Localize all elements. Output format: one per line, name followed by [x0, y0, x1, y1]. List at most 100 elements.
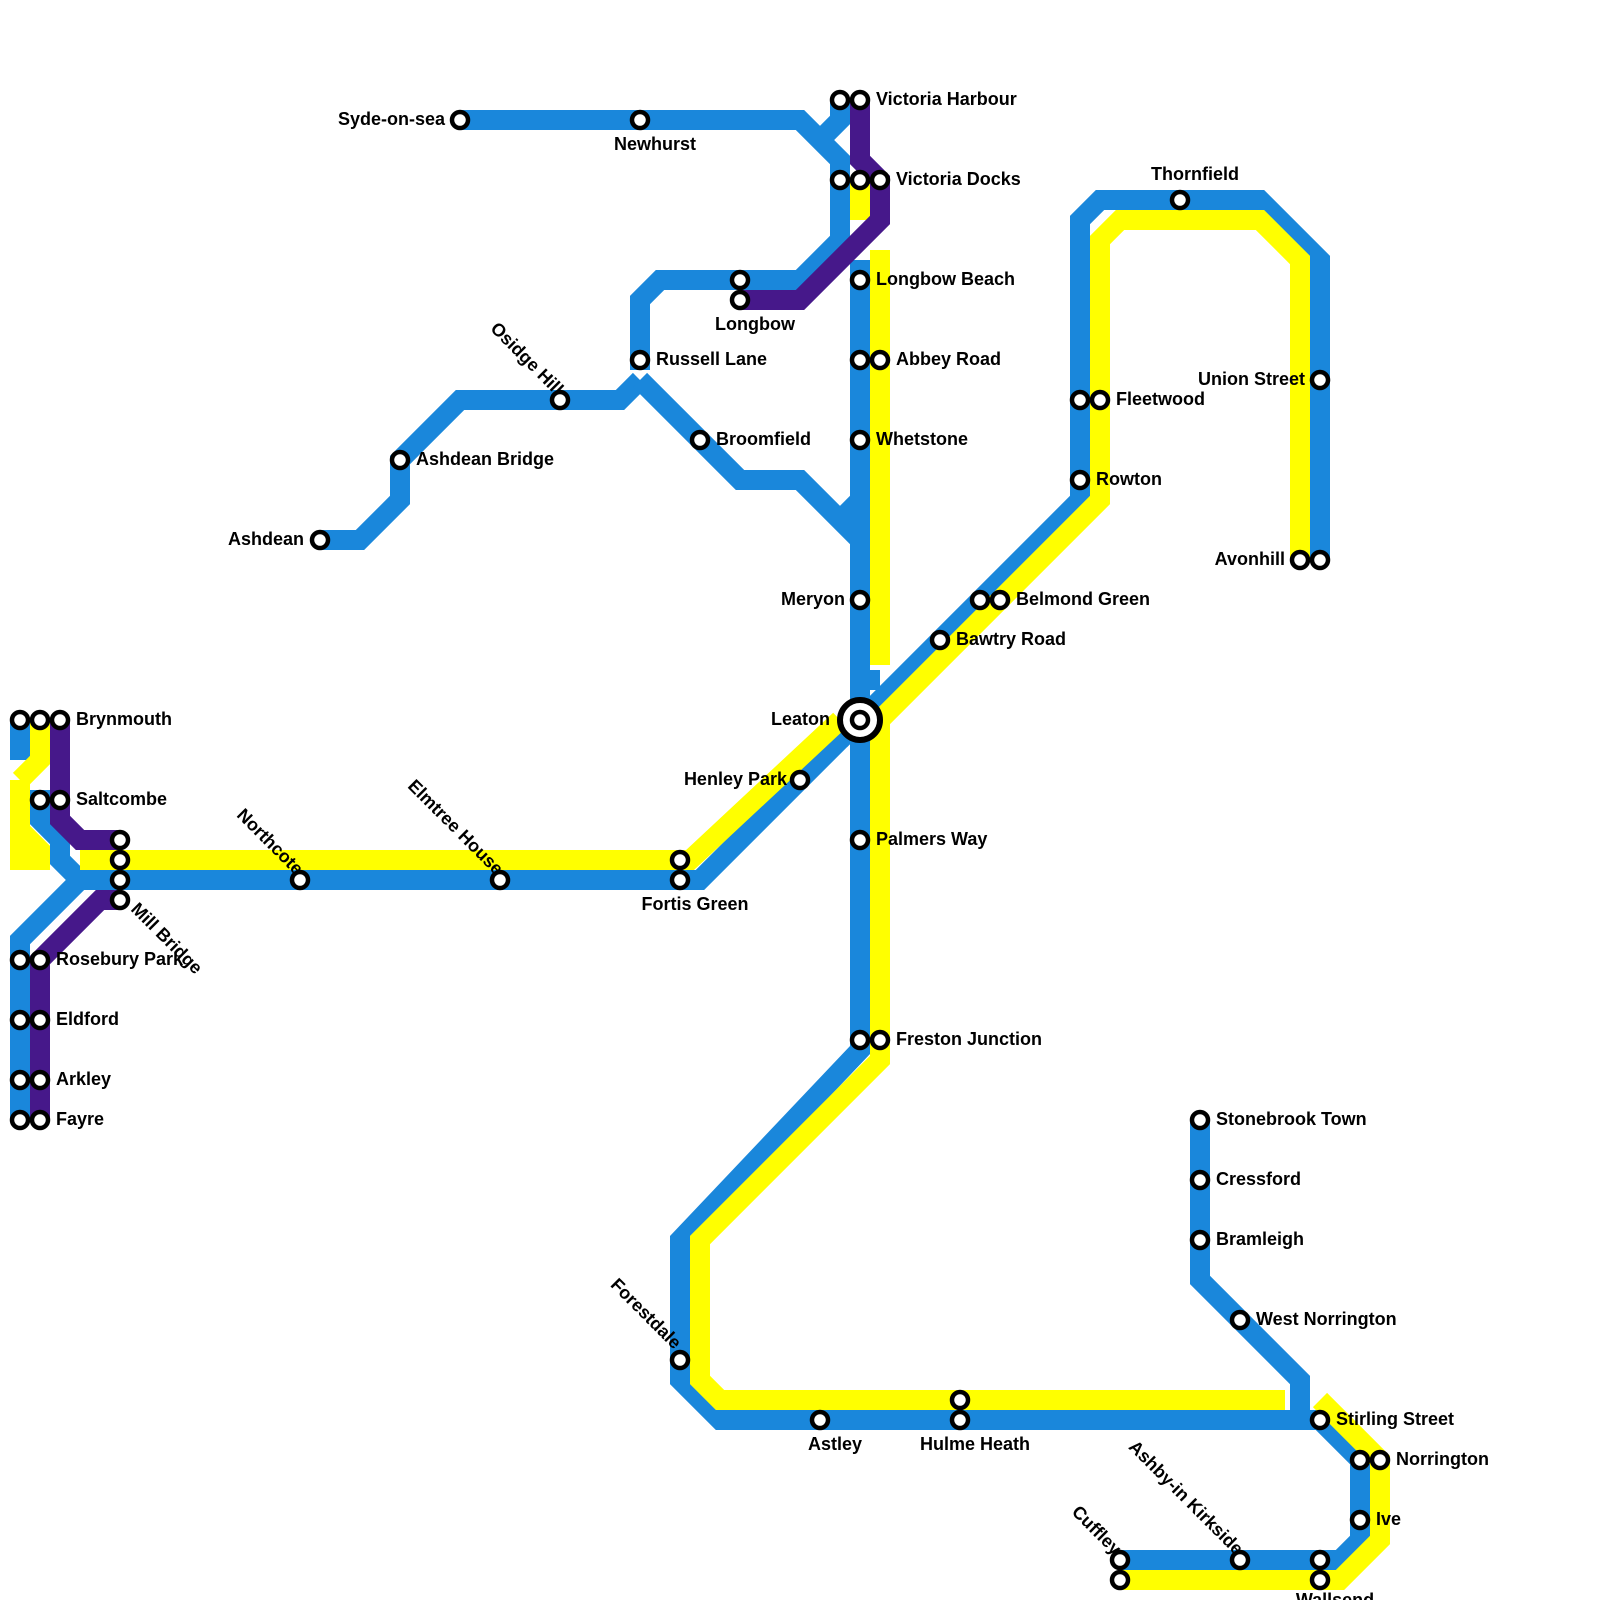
station-marker[interactable]	[1309, 549, 1331, 571]
station-mill-bridge-stack[interactable]	[109, 829, 131, 911]
station-marker[interactable]	[1189, 1109, 1211, 1131]
station-marker[interactable]	[1069, 389, 1091, 411]
label-ashdean[interactable]: Ashdean	[228, 529, 304, 549]
station-belmond-green[interactable]	[969, 589, 1011, 611]
station-marker[interactable]	[849, 169, 871, 191]
station-fayre[interactable]	[9, 1109, 51, 1131]
station-marker[interactable]	[869, 1029, 891, 1051]
label-whetstone[interactable]: Whetstone	[876, 429, 968, 449]
label-stonebrook-town[interactable]: Stonebrook Town	[1216, 1109, 1367, 1129]
label-rosebury-park[interactable]: Rosebury Park	[56, 949, 184, 969]
station-stonebrook-town[interactable]	[1189, 1109, 1211, 1131]
station-henley-park[interactable]	[789, 769, 811, 791]
station-marker[interactable]	[109, 869, 131, 891]
station-marker[interactable]	[49, 789, 71, 811]
station-marker[interactable]	[549, 389, 571, 411]
station-marker[interactable]	[1109, 1569, 1131, 1591]
station-marker[interactable]	[1069, 469, 1091, 491]
station-marker[interactable]	[9, 1009, 31, 1031]
label-fleetwood[interactable]: Fleetwood	[1116, 389, 1205, 409]
station-saltcombe[interactable]	[29, 789, 71, 811]
station-marker[interactable]	[829, 169, 851, 191]
station-union-street[interactable]	[1309, 369, 1331, 391]
station-whetstone[interactable]	[849, 429, 871, 451]
station-ashby-in-kirkside[interactable]	[1229, 1549, 1251, 1571]
station-marker[interactable]	[49, 709, 71, 731]
station-cressford[interactable]	[1189, 1169, 1211, 1191]
station-marker[interactable]	[389, 449, 411, 471]
station-marker[interactable]	[1369, 1449, 1391, 1471]
station-marker[interactable]	[1229, 1309, 1251, 1331]
label-newhurst[interactable]: Newhurst	[614, 134, 696, 154]
label-syde-on-sea[interactable]: Syde-on-sea	[338, 109, 446, 129]
label-abbey-road[interactable]: Abbey Road	[896, 349, 1001, 369]
station-marker[interactable]	[1109, 1549, 1131, 1571]
station-marker[interactable]	[849, 89, 871, 111]
station-eldford[interactable]	[9, 1009, 51, 1031]
station-marker[interactable]	[9, 1109, 31, 1131]
station-west-norrington[interactable]	[1229, 1309, 1251, 1331]
station-marker[interactable]	[109, 829, 131, 851]
label-ashdean-bridge[interactable]: Ashdean Bridge	[416, 449, 554, 469]
label-ashby-in-kirkside[interactable]: Ashby-in Kirkside	[1125, 1436, 1247, 1558]
label-rowton[interactable]: Rowton	[1096, 469, 1162, 489]
station-ashdean-bridge[interactable]	[389, 449, 411, 471]
station-marker[interactable]	[849, 829, 871, 851]
station-marker[interactable]	[849, 1029, 871, 1051]
station-marker[interactable]	[809, 1409, 831, 1431]
label-belmond-green[interactable]: Belmond Green	[1016, 589, 1150, 609]
label-freston-junction[interactable]: Freston Junction	[896, 1029, 1042, 1049]
station-newhurst[interactable]	[629, 109, 651, 131]
label-bawtry-road[interactable]: Bawtry Road	[956, 629, 1066, 649]
station-marker[interactable]	[1349, 1509, 1371, 1531]
station-marker[interactable]	[929, 629, 951, 651]
station-ashdean[interactable]	[309, 529, 331, 551]
station-marker[interactable]	[849, 589, 871, 611]
label-palmers-way[interactable]: Palmers Way	[876, 829, 987, 849]
station-marker[interactable]	[869, 169, 891, 191]
station-bawtry-road[interactable]	[929, 629, 951, 651]
leaton-interchange[interactable]	[837, 697, 883, 743]
station-marker[interactable]	[1229, 1549, 1251, 1571]
station-marker[interactable]	[969, 589, 991, 611]
station-marker[interactable]	[1309, 1549, 1331, 1571]
station-victoria-harbour[interactable]	[829, 89, 871, 111]
station-marker[interactable]	[1189, 1229, 1211, 1251]
label-fortis-green[interactable]: Fortis Green	[641, 894, 748, 914]
label-bramleigh[interactable]: Bramleigh	[1216, 1229, 1304, 1249]
station-marker[interactable]	[629, 109, 651, 131]
station-abbey-road[interactable]	[849, 349, 891, 371]
label-cuffley[interactable]: Cuffley	[1068, 1502, 1125, 1559]
station-marker[interactable]	[109, 849, 131, 871]
station-osidge-hill[interactable]	[549, 389, 571, 411]
label-astley[interactable]: Astley	[808, 1434, 862, 1454]
station-marker[interactable]	[29, 1109, 51, 1131]
station-northcote[interactable]	[289, 869, 311, 891]
station-marker[interactable]	[29, 1009, 51, 1031]
station-broomfield[interactable]	[689, 429, 711, 451]
label-victoria-harbour[interactable]: Victoria Harbour	[876, 89, 1017, 109]
station-marker[interactable]	[29, 709, 51, 731]
label-wallsend[interactable]: Wallsend	[1296, 1590, 1374, 1600]
station-fortis-green[interactable]	[669, 849, 691, 891]
station-marker[interactable]	[829, 89, 851, 111]
station-marker[interactable]	[1089, 389, 1111, 411]
station-norrington[interactable]	[1349, 1449, 1391, 1471]
station-thornfield[interactable]	[1169, 189, 1191, 211]
station-marker[interactable]	[29, 789, 51, 811]
label-saltcombe[interactable]: Saltcombe	[76, 789, 167, 809]
station-marker[interactable]	[1309, 369, 1331, 391]
label-russell-lane[interactable]: Russell Lane	[656, 349, 767, 369]
station-palmers-way[interactable]	[849, 829, 871, 851]
label-union-street[interactable]: Union Street	[1198, 369, 1305, 389]
station-marker[interactable]	[669, 1349, 691, 1371]
label-leaton[interactable]: Leaton	[771, 709, 830, 729]
label-eldford[interactable]: Eldford	[56, 1009, 119, 1029]
label-brynmouth[interactable]: Brynmouth	[76, 709, 172, 729]
label-henley-park[interactable]: Henley Park	[684, 769, 788, 789]
station-marker[interactable]	[9, 1069, 31, 1091]
label-west-norrington[interactable]: West Norrington	[1256, 1309, 1397, 1329]
label-longbow[interactable]: Longbow	[715, 314, 796, 334]
station-marker[interactable]	[289, 869, 311, 891]
station-marker[interactable]	[9, 709, 31, 731]
